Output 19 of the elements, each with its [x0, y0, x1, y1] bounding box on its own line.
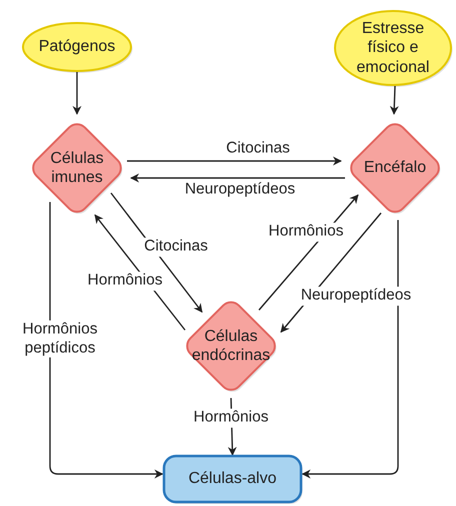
node-label: Patógenos	[38, 37, 116, 57]
edge-label: Hormônios	[266, 222, 346, 242]
edge-label: Hormônios	[86, 272, 164, 290]
edge-label: Hormônios	[192, 408, 270, 428]
node-label: Células-alvo	[188, 469, 277, 489]
node-label: Células imunes	[49, 148, 105, 188]
arrow	[49, 202, 164, 478]
node-label: Células endócrinas	[190, 326, 272, 366]
ellipse-node	[22, 22, 132, 72]
arrow	[390, 86, 399, 115]
arrow	[127, 156, 342, 166]
node-label: Estresse físico e emocional	[356, 19, 430, 77]
arrow	[130, 174, 345, 182]
ellipse-node	[334, 10, 452, 86]
node-label: Encéfalo	[364, 158, 426, 178]
edge-label: Citocinas	[142, 238, 210, 256]
arrow	[72, 72, 82, 115]
rounded-box-node	[163, 455, 302, 503]
arrow	[302, 220, 399, 478]
